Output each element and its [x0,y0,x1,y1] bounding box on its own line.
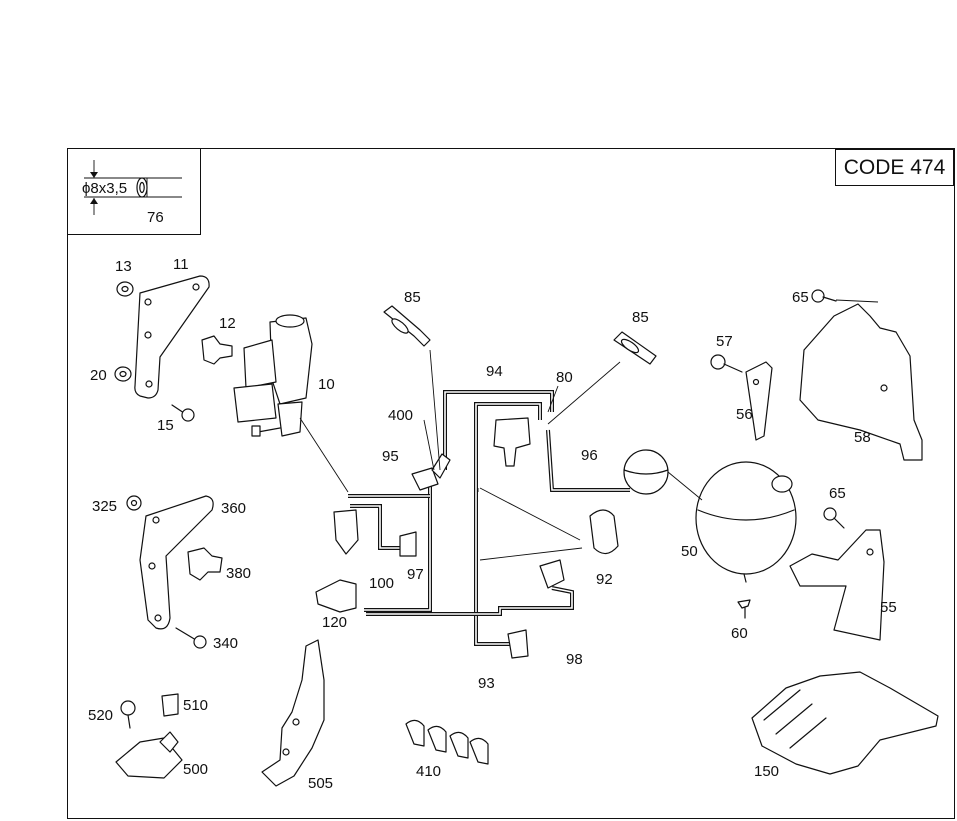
callout-505: 505 [308,775,333,792]
connector-400 [411,453,451,491]
callout-95: 95 [382,448,399,465]
bolt-60 [737,599,751,619]
callout-510: 510 [183,697,208,714]
callout-380: 380 [226,565,251,582]
callout-340: 340 [213,635,238,652]
bracket-500 [115,731,183,779]
callout-57: 57 [716,333,733,350]
valve-98 [539,559,565,589]
clip-92 [479,487,619,561]
hose-legend [84,160,182,215]
callout-50: 50 [681,543,698,560]
vacuum-hose-harness [348,390,630,646]
bracket-360 [139,495,214,630]
callout-56: 56 [736,406,753,423]
grommet-12 [201,335,233,365]
callout-97: 97 [407,566,424,583]
callout-120: 120 [322,614,347,631]
leader-lines [299,299,879,501]
screw-57 [710,354,743,373]
callout-96: 96 [581,447,598,464]
legend-dimension: ϕ8x3,5 [82,180,127,197]
reservoir-96 [623,449,669,495]
callout-94: 94 [486,363,503,380]
callout-13: 13 [115,258,132,275]
screw-520 [120,700,136,729]
washer-13 [116,281,134,297]
vacuum-valve-10 [233,314,313,437]
bolt-340 [175,627,207,649]
pipe-85-right [613,331,657,365]
callout-93: 93 [478,675,495,692]
callout-11: 11 [173,256,189,273]
callout-15: 15 [157,417,174,434]
callout-20: 20 [90,367,107,384]
valve-93 [507,629,529,659]
washer-20 [114,366,132,382]
valve-80 [493,417,531,467]
bracket-505 [261,639,325,787]
callout-80: 80 [556,369,573,386]
valve-95 [333,509,359,555]
bracket-56 [745,361,773,441]
valve-120 [315,579,357,613]
callout-500: 500 [183,761,208,778]
pipe-85-left [383,305,431,347]
callout-10: 10 [318,376,335,393]
diagram-frame [67,148,955,819]
callout-92: 92 [596,571,613,588]
hose-legend-box [67,148,201,235]
code-label: CODE 474 [835,149,954,186]
callout-12: 12 [219,315,236,332]
callout-60: 60 [731,625,748,642]
callout-85-left: 85 [404,289,421,306]
callout-85-right: 85 [632,309,649,326]
screw-65-top [811,289,837,303]
legend-part-number: 76 [147,209,164,226]
callout-150: 150 [754,763,779,780]
bracket-55 [789,529,885,641]
bolt-15 [171,404,195,422]
callout-400: 400 [388,407,413,424]
callout-410: 410 [416,763,441,780]
screw-65-right [823,507,845,529]
bracket-11 [134,275,210,399]
washer-325 [126,495,142,511]
clips-410 [405,719,489,765]
grommet-510 [161,693,179,717]
cover-150 [751,671,939,775]
shield-58 [799,303,923,461]
callout-360: 360 [221,500,246,517]
callout-100: 100 [369,575,394,592]
callout-65-right: 65 [829,485,846,502]
callout-58: 58 [854,429,871,446]
mount-380 [187,547,223,581]
callout-325: 325 [92,498,117,515]
callout-98: 98 [566,651,583,668]
callout-55: 55 [880,599,897,616]
callout-520: 520 [88,707,113,724]
check-valve-97 [399,531,417,557]
callout-65-top: 65 [792,289,809,306]
reservoir-50 [695,461,797,583]
